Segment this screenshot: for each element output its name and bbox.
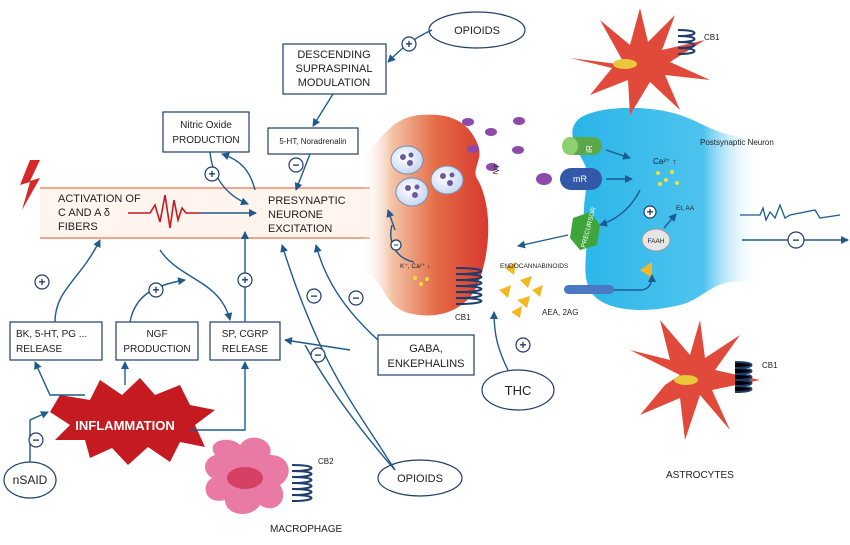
cb1-bottom-label: CB1 bbox=[762, 361, 778, 370]
ir-receptor bbox=[562, 137, 602, 155]
svg-text:+: + bbox=[519, 338, 526, 352]
presynaptic-line2: NEURONE bbox=[268, 209, 323, 221]
ngf-line2: PRODUCTION bbox=[123, 344, 190, 355]
svg-text:−: − bbox=[292, 158, 299, 172]
svg-text:−: − bbox=[314, 348, 321, 362]
k-ca-label: K⁺, Ca²⁺ ↓ bbox=[400, 263, 430, 270]
descending-line3: MODULATION bbox=[298, 77, 371, 89]
thc-ellipse bbox=[481, 369, 555, 411]
endocannabinoid-triangles bbox=[499, 262, 652, 318]
opioids-top-label: OPIOIDS bbox=[454, 25, 500, 37]
inflammation-label: INFLAMMATION bbox=[75, 418, 174, 433]
activation-line3: FIBERS bbox=[58, 221, 98, 233]
ht-noradrenalin-box bbox=[267, 127, 359, 155]
opioids-bottom-label: OPIOIDS bbox=[397, 473, 443, 485]
ht-noradrenalin-label: 5-HT, Noradrenalin bbox=[279, 137, 346, 146]
activation-line2: C AND A δ bbox=[58, 207, 110, 219]
nt-label: NT bbox=[491, 163, 502, 175]
descending-modulation-box bbox=[282, 43, 387, 95]
calcium-label: Ca²⁺ ↑ bbox=[653, 157, 676, 166]
descending-line2: SUPRASPINAL bbox=[295, 63, 372, 75]
svg-text:+: + bbox=[646, 205, 653, 219]
macrophage-cell bbox=[204, 437, 313, 515]
nitric-oxide-line1: Nitric Oxide bbox=[180, 120, 232, 131]
neurotransmitter-particles bbox=[462, 117, 525, 171]
svg-text:−: − bbox=[792, 233, 799, 247]
astrocyte-bottom bbox=[630, 320, 760, 440]
gaba-box bbox=[377, 334, 475, 376]
sp-cgrp-line1: SP, CGRP bbox=[222, 329, 269, 340]
mr-receptor bbox=[536, 168, 602, 190]
nitric-oxide-box bbox=[162, 111, 250, 153]
gaba-line1: GABA, bbox=[409, 343, 443, 355]
calcium-particles bbox=[656, 170, 679, 186]
mr-label: mR bbox=[573, 174, 587, 184]
lightning-icon bbox=[20, 160, 40, 210]
opioids-bottom-ellipse bbox=[377, 459, 463, 497]
svg-text:+: + bbox=[38, 275, 45, 289]
et-aa-label: Et, AA bbox=[676, 205, 695, 212]
gaba-line2: ENKEPHALINS bbox=[387, 358, 464, 370]
svg-text:+: + bbox=[152, 283, 159, 297]
cb2-label: CB2 bbox=[318, 457, 334, 466]
sp-cgrp-line2: RELEASE bbox=[222, 344, 268, 355]
cb1-presynaptic-label: CB1 bbox=[455, 313, 471, 322]
presynaptic-line1: PRESYNAPTIC bbox=[268, 195, 346, 207]
astrocytes-label: ASTROCYTES bbox=[666, 470, 734, 481]
astrocyte-top bbox=[570, 8, 710, 115]
inflammation-burst: INFLAMMATION bbox=[50, 378, 215, 465]
svg-text:+: + bbox=[405, 37, 412, 51]
svg-text:−: − bbox=[310, 289, 317, 303]
precursor-hexagon bbox=[570, 212, 600, 250]
faah-enzyme bbox=[641, 228, 671, 252]
postsynaptic-neuron bbox=[572, 107, 760, 310]
nitric-oxide-line2: PRODUCTION bbox=[172, 135, 239, 146]
thc-label: THC bbox=[505, 383, 532, 398]
ir-label: iR bbox=[585, 145, 594, 153]
svg-text:+: + bbox=[208, 167, 215, 181]
connection-arrows bbox=[29, 29, 509, 471]
bk-release-line2: RELEASE bbox=[16, 344, 62, 355]
sign-markers: + − + + + + − − − − + + − − bbox=[28, 36, 805, 448]
transporter bbox=[564, 285, 614, 294]
svg-text:−: − bbox=[352, 291, 359, 305]
ngf-production-box bbox=[115, 321, 199, 361]
cb1-top-label: CB1 bbox=[704, 33, 720, 42]
endocannabinoids-label: ENDOCANNABINOIDS bbox=[500, 263, 569, 270]
ngf-line1: NGF bbox=[146, 329, 167, 340]
spike-signal bbox=[128, 194, 200, 229]
faah-label: FAAH bbox=[648, 238, 665, 245]
cb1-receptor-presynaptic bbox=[455, 267, 483, 305]
postsynaptic-label: Postsynaptic Neuron bbox=[700, 138, 774, 147]
macrophage-label: MACROPHAGE bbox=[270, 524, 343, 535]
descending-line1: DESCENDING bbox=[297, 49, 370, 61]
bk-release-box bbox=[9, 321, 103, 361]
svg-text:−: − bbox=[393, 240, 398, 250]
aea-label: AEA, 2AG bbox=[542, 308, 578, 317]
activation-line1: ACTIVATION OF bbox=[58, 193, 141, 205]
nsaid-label: nSAID bbox=[13, 473, 48, 487]
svg-text:+: + bbox=[241, 273, 248, 287]
bk-release-line1: BK, 5-HT, PG ... bbox=[16, 329, 87, 340]
svg-text:−: − bbox=[32, 433, 39, 447]
opioids-top-ellipse bbox=[428, 11, 526, 49]
presynaptic-terminal bbox=[360, 114, 489, 316]
presynaptic-line3: EXCITATION bbox=[268, 223, 332, 235]
